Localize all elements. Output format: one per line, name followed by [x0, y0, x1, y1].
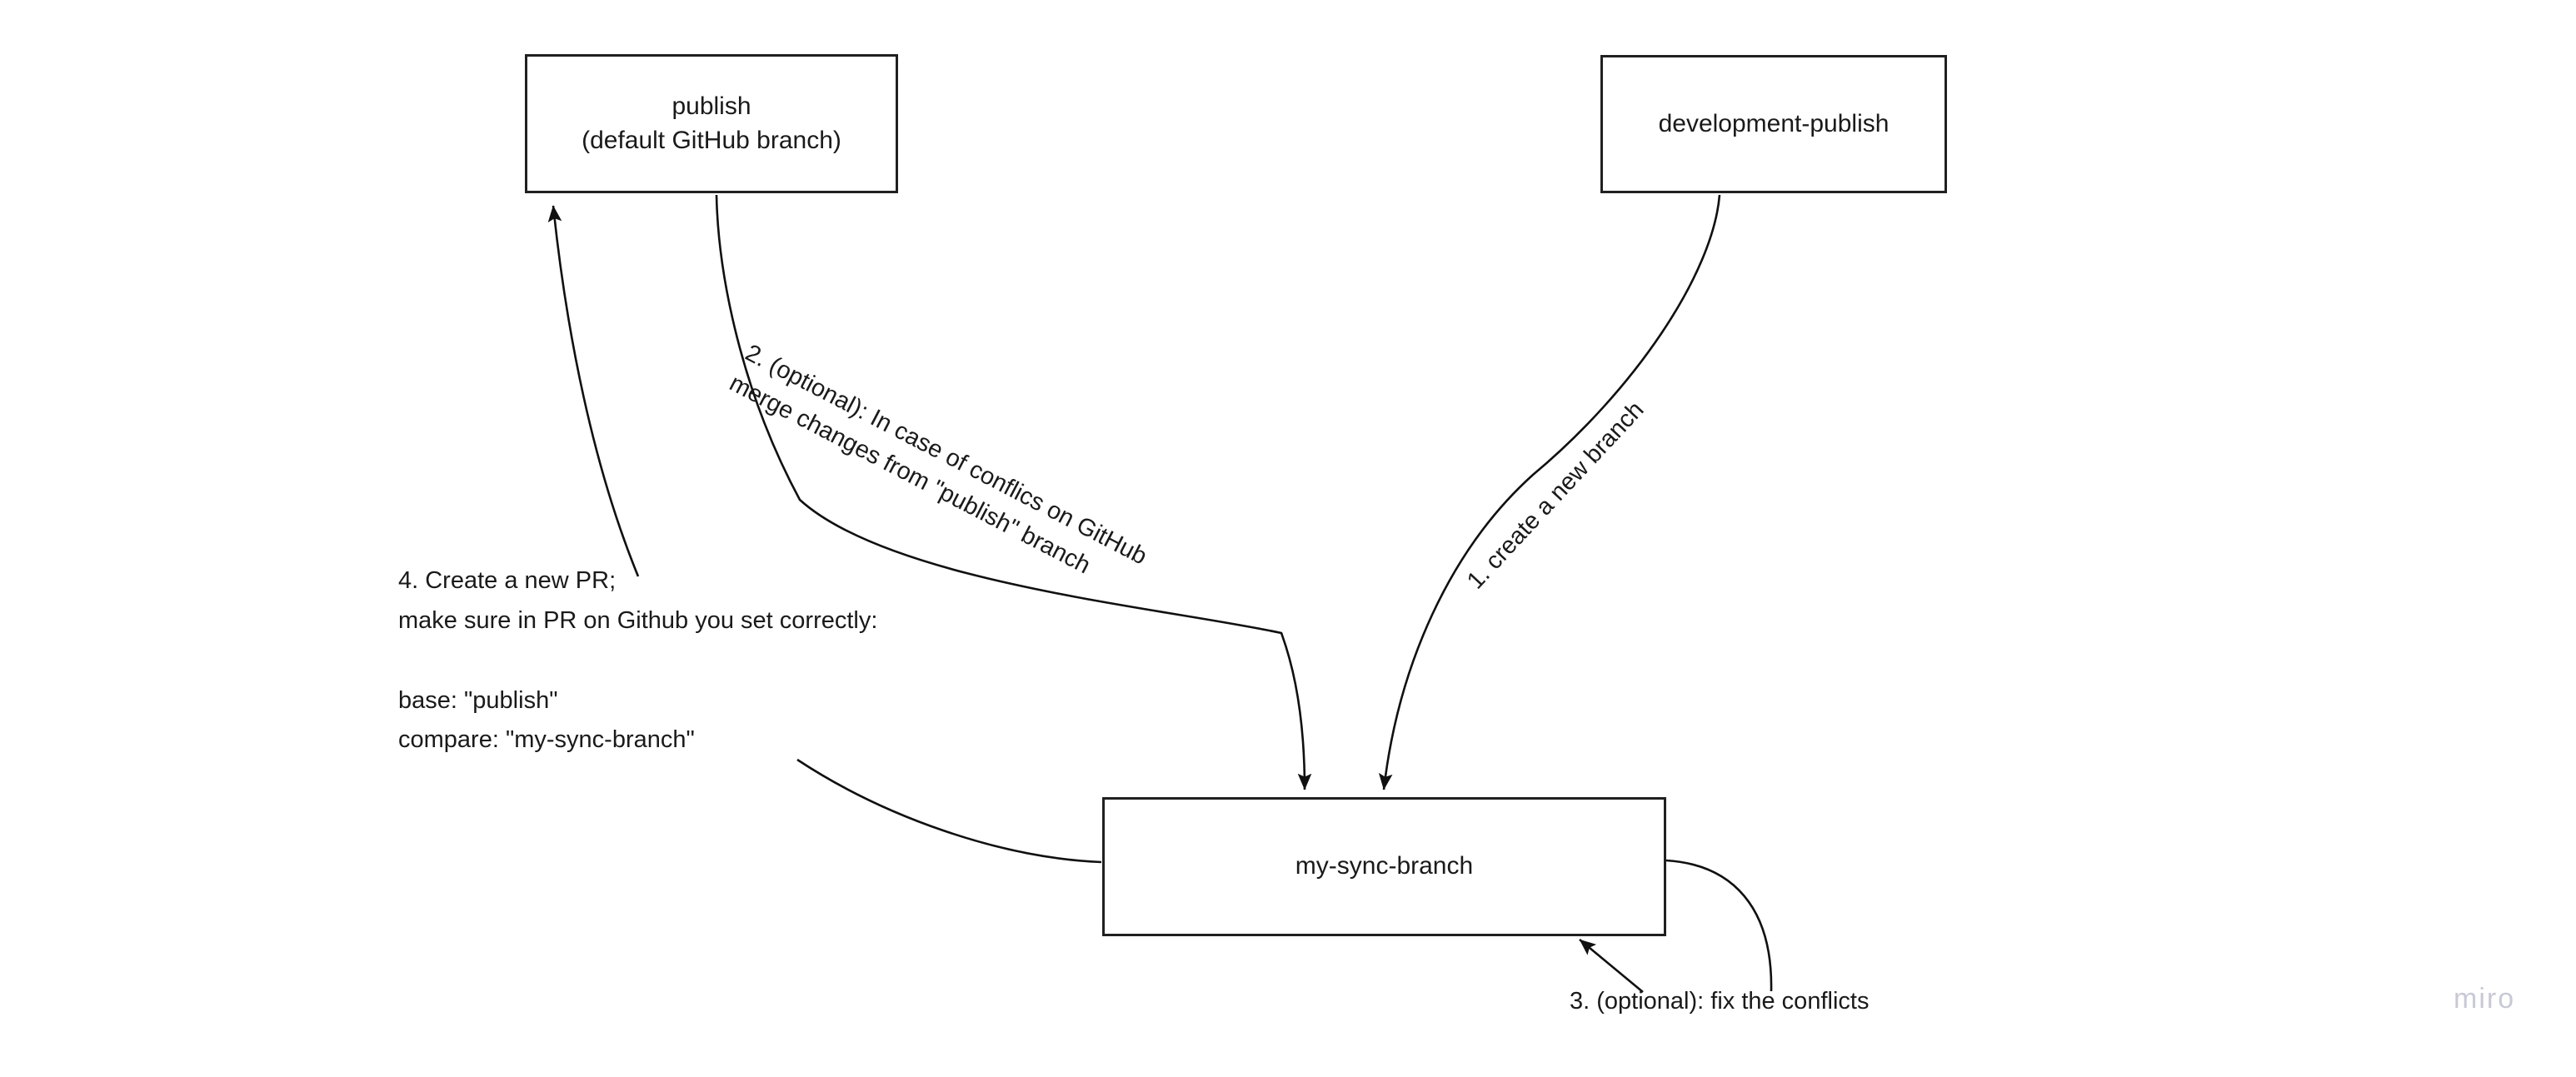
- edge-my-sync-branch-to-publish: [547, 205, 640, 577]
- node-publish[interactable]: publish (default GitHub branch): [525, 54, 898, 193]
- node-my-sync-branch-label: my-sync-branch: [1295, 852, 1474, 880]
- miro-watermark: miro: [2454, 983, 2516, 1015]
- edge-create-pr-connector: [796, 758, 1102, 864]
- edge-my-sync-branch-loop-out: [1665, 859, 1773, 992]
- edge-label-fix-conflicts[interactable]: 3. (optional): fix the conflicts: [1570, 988, 1870, 1015]
- node-development-publish[interactable]: development-publish: [1600, 55, 1947, 193]
- node-publish-label: publish (default GitHub branch): [582, 92, 841, 154]
- edge-label-create-branch[interactable]: 1. create a new branch: [1461, 396, 1650, 595]
- edge-label-create-pr[interactable]: 4. Create a new PR; make sure in PR on G…: [398, 567, 878, 754]
- node-development-publish-label: development-publish: [1658, 109, 1890, 137]
- node-my-sync-branch[interactable]: my-sync-branch: [1102, 797, 1666, 936]
